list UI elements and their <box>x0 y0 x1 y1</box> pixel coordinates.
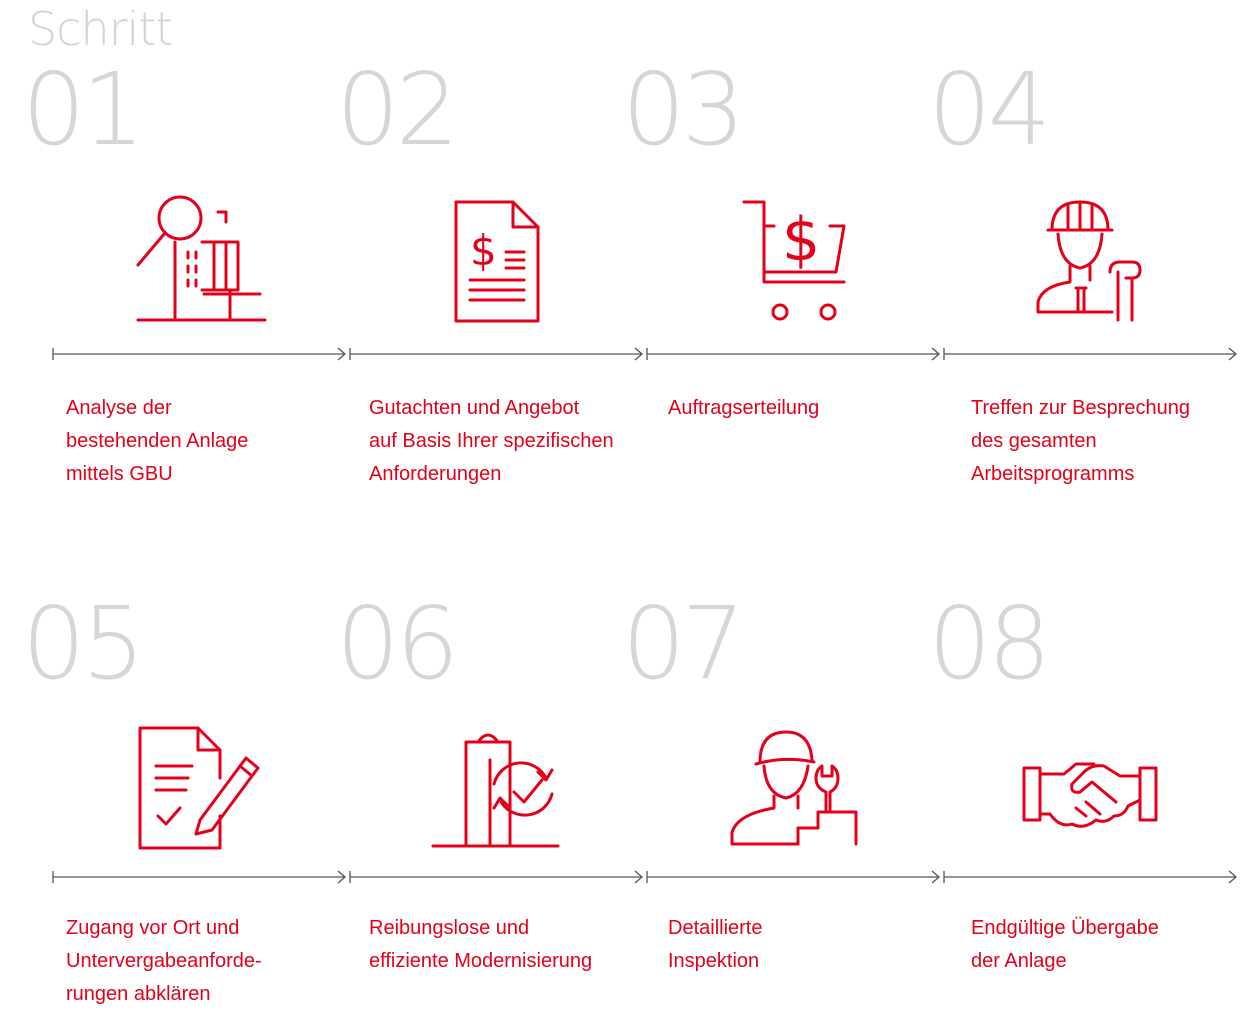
step-label-05: Zugang vor Ort und Untervergabeanforde- … <box>66 917 262 1005</box>
step-label-07: Detaillierte Inspektion <box>668 917 763 972</box>
step-label-04: Treffen zur Besprechung des gesamten Arb… <box>971 397 1191 485</box>
step-number-01: 01 <box>22 51 145 168</box>
dollar-document-icon: $ <box>428 190 568 330</box>
step-number-07: 07 <box>622 585 745 702</box>
svg-text:$: $ <box>782 205 820 275</box>
step-label-03: Auftragserteilung <box>668 397 820 419</box>
technician-wrench-icon <box>726 720 866 860</box>
step-label-01: Analyse der bestehenden Anlage mittels G… <box>66 397 249 485</box>
analysis-magnifier-building-icon <box>130 190 270 330</box>
timeline-row-2 <box>50 867 1240 887</box>
step-number-06: 06 <box>336 585 459 702</box>
section-heading: Schritt <box>28 2 173 56</box>
step-number-02: 02 <box>336 51 459 168</box>
engineer-hardhat-blueprint-icon <box>1022 190 1162 330</box>
step-number-05: 05 <box>22 585 145 702</box>
timeline-row-1 <box>50 344 1240 364</box>
svg-text:$: $ <box>470 226 497 275</box>
step-label-06: Reibungslose und effiziente Modernisieru… <box>369 917 593 972</box>
building-refresh-check-icon <box>428 720 568 860</box>
step-label-02: Gutachten und Angebot auf Basis Ihrer sp… <box>369 397 614 485</box>
step-number-04: 04 <box>928 51 1051 168</box>
step-number-08: 08 <box>928 585 1051 702</box>
step-number-03: 03 <box>622 51 745 168</box>
shopping-cart-dollar-icon: $ <box>732 190 872 330</box>
handshake-icon <box>1020 720 1160 860</box>
document-pencil-check-icon <box>128 720 268 860</box>
step-label-08: Endgültige Übergabe der Anlage <box>971 917 1159 972</box>
